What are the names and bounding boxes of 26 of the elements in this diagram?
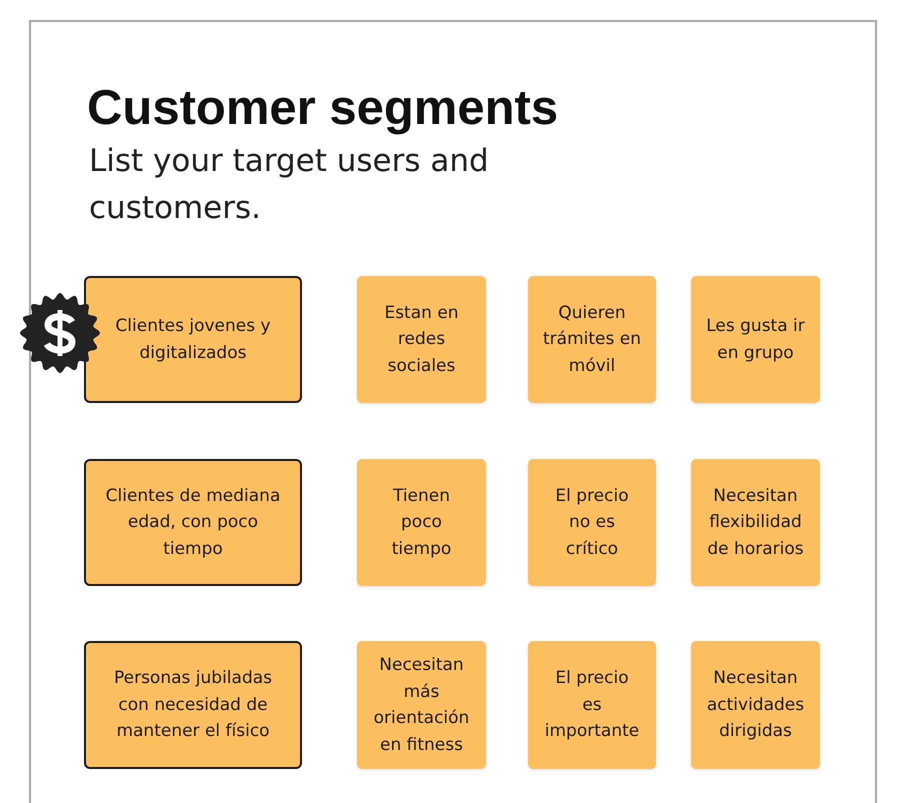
- subtitle: List your target users and customers.: [89, 142, 490, 228]
- segment-card: [84, 459, 302, 586]
- segment-card: [84, 276, 302, 403]
- sticky-note: [357, 641, 486, 769]
- note-text: Quieren trámites en móvil: [542, 302, 642, 378]
- note-text: Les gusta ir en grupo: [705, 315, 806, 364]
- sticky-note: [528, 641, 656, 769]
- segment-text: Clientes de mediana edad, con poco tiempo: [104, 484, 282, 561]
- note-text: Tienen poco tiempo: [390, 484, 452, 561]
- sticky-note: [357, 459, 486, 586]
- segment-text: Clientes jovenes y digitalizados: [114, 315, 272, 364]
- sticky-note: [528, 459, 656, 586]
- sticky-note: [528, 276, 656, 403]
- note-text: Necesitan más orientación en fitness: [372, 654, 470, 756]
- note-text: Necesitan flexibilidad de horarios: [706, 484, 805, 561]
- note-text: Estan en redes sociales: [383, 302, 460, 378]
- note-text: El precio es importante: [544, 667, 640, 744]
- segment-text: Personas jubiladas con necesidad de mantener el físico: [112, 667, 274, 744]
- sticky-note: [691, 276, 820, 403]
- sticky-note: [357, 276, 486, 403]
- note-text: El precio no es crítico: [554, 484, 630, 561]
- sticky-note: [691, 641, 820, 769]
- segment-card: [84, 641, 302, 769]
- note-text: Necesitan actividades dirigidas: [706, 667, 806, 744]
- title: Customer segments: [87, 84, 558, 133]
- sticky-note: [691, 459, 820, 586]
